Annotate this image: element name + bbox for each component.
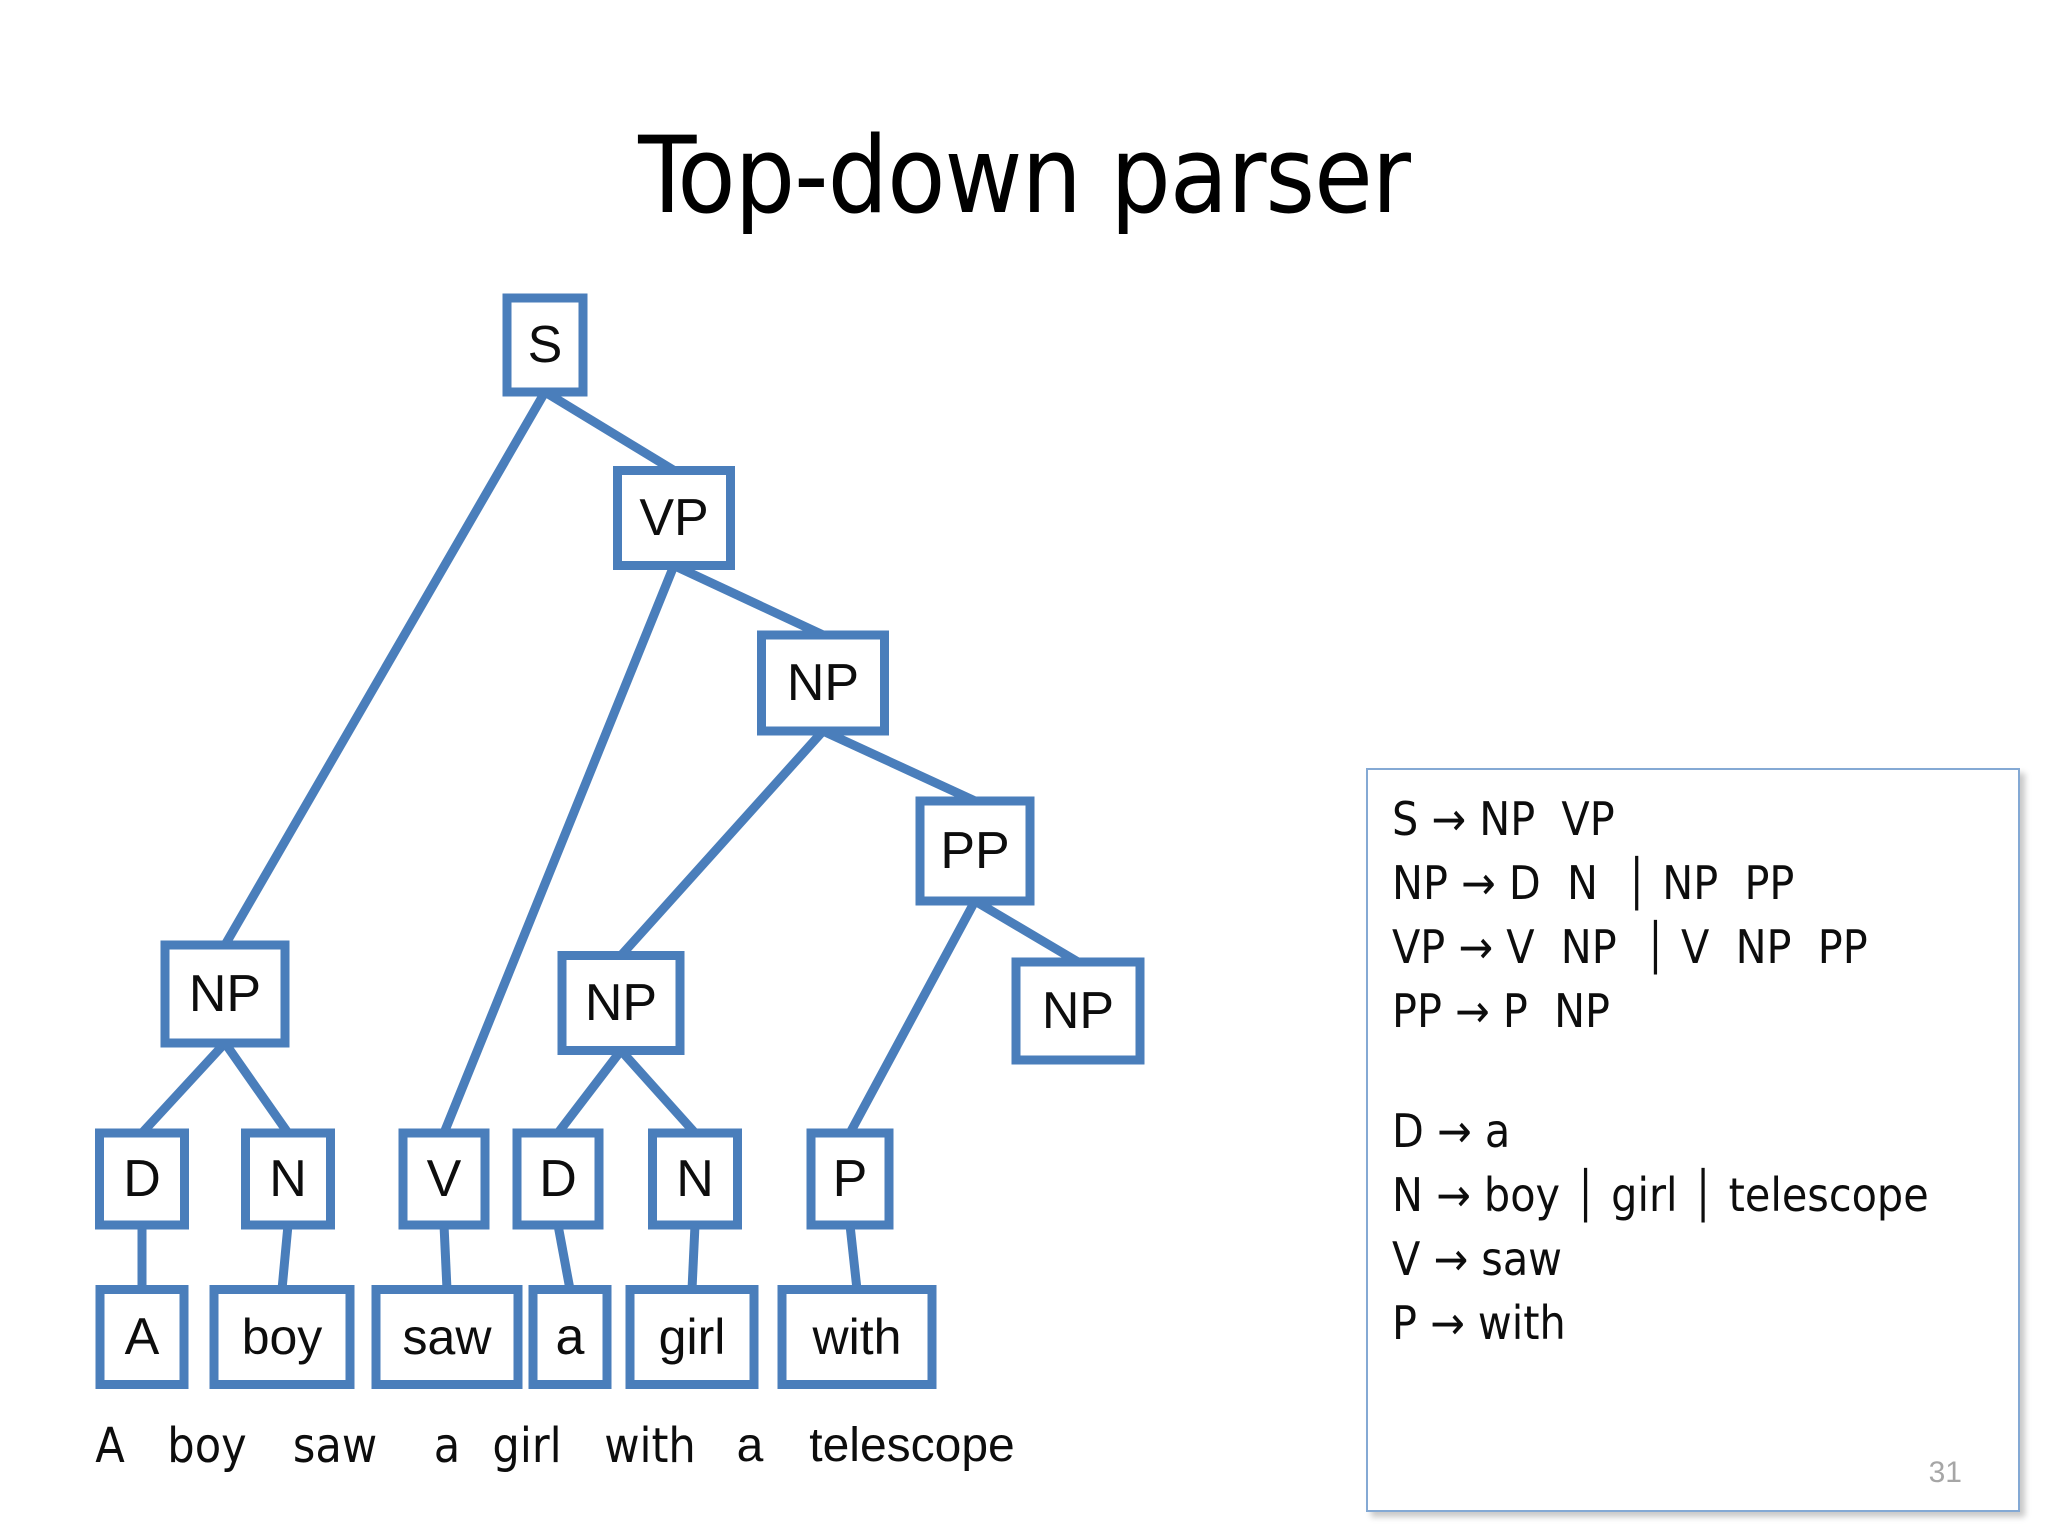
tree-edge <box>821 726 977 806</box>
grammar-rule: D → a <box>1392 1104 1511 1158</box>
tree-node: A <box>95 1285 189 1389</box>
tree-node-label: V <box>427 1150 462 1208</box>
tree-node-box <box>398 1128 490 1230</box>
tree-edge <box>672 561 825 640</box>
tree-node-label: N <box>676 1150 714 1208</box>
tree-node: D <box>512 1128 604 1230</box>
tree-node-box <box>613 466 735 570</box>
tree-node-label: NP <box>787 654 859 712</box>
tree-node: NP <box>1011 957 1145 1065</box>
tree-edge <box>617 727 827 959</box>
tree-edge <box>138 1039 229 1137</box>
tree-edge <box>554 1047 625 1136</box>
tree-node: girl <box>625 1285 759 1389</box>
grammar-rules-list: S → NP VP NP → D N │ NP PP VP → V NP │ V N… <box>1392 788 2018 1356</box>
tree-edge <box>617 1047 699 1137</box>
tree-node-box <box>757 630 889 736</box>
grammar-rule-spacer <box>1392 1044 2018 1100</box>
tree-node: VP <box>613 466 735 570</box>
tree-node: V <box>398 1128 490 1230</box>
tree-node-label: NP <box>189 965 261 1023</box>
tree-node: S <box>502 293 588 397</box>
sentence-word: saw <box>292 1418 378 1474</box>
tree-node-box <box>625 1285 759 1389</box>
page-title: Top-down parser <box>638 114 1411 237</box>
tree-edge <box>277 1224 293 1290</box>
tree-node-box <box>95 1128 189 1230</box>
tree-node-label: S <box>528 316 563 374</box>
tree-edge <box>845 1224 862 1290</box>
grammar-rule: VP → V NP │ V NP PP <box>1392 920 1868 974</box>
tree-node-label: boy <box>242 1309 323 1365</box>
tree-node-label: NP <box>585 974 657 1032</box>
tree-node: boy <box>209 1285 355 1389</box>
sentence-word: with <box>604 1418 696 1474</box>
tree-node: P <box>806 1128 894 1230</box>
tree-node: saw <box>371 1285 523 1389</box>
sentence-word: boy <box>167 1418 247 1474</box>
tree-node-label: N <box>269 1150 307 1208</box>
tree-edge <box>687 1224 700 1290</box>
tree-node-box <box>915 796 1035 906</box>
sentence-word: A <box>95 1418 125 1474</box>
tree-edge <box>972 897 1081 966</box>
tree-edge <box>846 898 979 1136</box>
tree-node-box <box>160 940 290 1048</box>
sentence-word: a <box>736 1419 764 1472</box>
tree-node-box <box>241 1128 335 1230</box>
grammar-rule: NP → D N │ NP PP <box>1392 856 1795 910</box>
tree-node-label: girl <box>659 1309 726 1365</box>
tree-node: PP <box>915 796 1035 906</box>
sentence-word: a <box>433 1418 461 1474</box>
tree-node-box <box>371 1285 523 1389</box>
tree-edge <box>542 388 677 475</box>
grammar-rule: S → NP VP <box>1392 792 1615 846</box>
tree-node-label: saw <box>403 1309 493 1365</box>
tree-node-label: A <box>125 1308 160 1366</box>
tree-node-label: PP <box>940 822 1009 880</box>
tree-node: N <box>648 1128 742 1230</box>
tree-node-box <box>528 1285 612 1389</box>
tree-node: a <box>528 1285 612 1389</box>
tree-node-box <box>512 1128 604 1230</box>
tree-node-box <box>806 1128 894 1230</box>
tree-node-box <box>502 293 588 397</box>
grammar-rules-panel: S → NP VP NP → D N │ NP PP VP → V NP │ V N… <box>1366 768 2020 1512</box>
tree-node-box <box>209 1285 355 1389</box>
tree-node-box <box>557 951 685 1055</box>
grammar-rule: N → boy │ girl │ telescope <box>1392 1168 1929 1222</box>
tree-node-label: D <box>539 1150 577 1208</box>
tree-edge <box>439 1224 452 1290</box>
tree-edge <box>553 1224 575 1291</box>
tree-edge <box>221 1040 292 1136</box>
tree-node-box <box>648 1128 742 1230</box>
tree-node-label: VP <box>639 489 708 547</box>
tree-edge-group <box>137 388 1081 1291</box>
grammar-rule: P → with <box>1392 1296 1566 1350</box>
tree-node-label: with <box>812 1309 902 1365</box>
tree-node-label: D <box>123 1150 161 1208</box>
tree-node-box <box>1011 957 1145 1065</box>
tree-node: NP <box>757 630 889 736</box>
tree-node-box <box>777 1285 937 1389</box>
tree-node-box <box>95 1285 189 1389</box>
tree-node-label: a <box>556 1308 585 1366</box>
sentence-word: telescope <box>809 1419 1015 1472</box>
tree-node: NP <box>160 940 290 1048</box>
tree-edge <box>439 563 679 1135</box>
grammar-rule: V → saw <box>1392 1232 1563 1286</box>
tree-edge <box>221 389 549 948</box>
tree-node-label: P <box>833 1150 868 1208</box>
page-number: 31 <box>1928 1456 1962 1489</box>
tree-node: with <box>777 1285 937 1389</box>
tree-node: N <box>241 1128 335 1230</box>
tree-node-label: NP <box>1042 982 1114 1040</box>
grammar-rule: PP → P NP <box>1392 984 1611 1038</box>
sentence-word: girl <box>492 1418 562 1474</box>
tree-node: NP <box>557 951 685 1055</box>
tree-node: D <box>95 1128 189 1230</box>
